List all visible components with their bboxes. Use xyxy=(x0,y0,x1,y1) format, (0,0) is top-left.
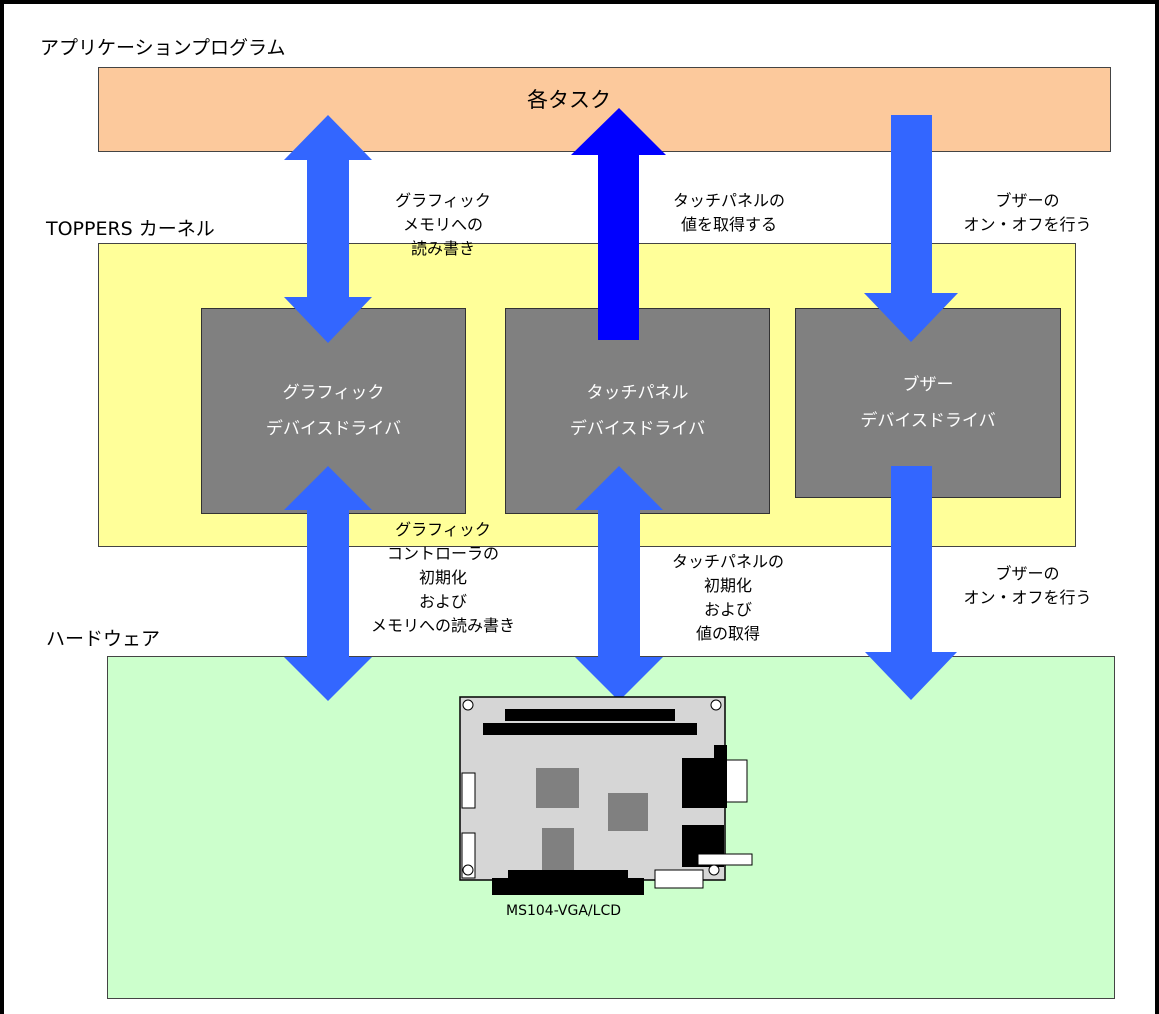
touch-driver-type: デバイスドライバ xyxy=(569,419,706,439)
application-layer-label: アプリケーションプログラム xyxy=(40,37,286,59)
graphic-memory-arrow xyxy=(284,115,372,343)
annotation-line: メモリへの読み書き xyxy=(370,616,515,635)
annotation-line: 初期化 xyxy=(703,576,752,595)
buzzer-output-arrow xyxy=(865,466,957,700)
annotation-line: グラフィック xyxy=(395,191,491,210)
annotation-line: オン・オフを行う xyxy=(963,215,1092,234)
graphic-controller-arrow xyxy=(284,466,372,701)
buzzer-output-annotation: ブザーの オン・オフを行う xyxy=(940,562,1115,610)
annotation-line: オン・オフを行う xyxy=(963,588,1092,607)
graphic-driver-name: グラフィック xyxy=(282,383,385,403)
annotation-line: グラフィック xyxy=(395,520,491,539)
buzzer-control-annotation: ブザーの オン・オフを行う xyxy=(940,189,1115,237)
graphic-memory-annotation: グラフィック メモリへの 読み書き xyxy=(368,189,518,261)
hardware-layer-label: ハードウェア xyxy=(46,628,161,650)
kernel-layer-label: TOPPERS カーネル xyxy=(46,218,215,240)
annotation-line: タッチパネルの xyxy=(671,552,784,571)
annotation-line: 読み書き xyxy=(410,239,475,258)
annotation-line: 初期化 xyxy=(418,568,467,587)
touch-value-annotation: タッチパネルの 値を取得する xyxy=(649,189,809,237)
annotation-line: メモリへの xyxy=(402,215,483,234)
ms104-board-image xyxy=(459,696,753,895)
annotation-line: 値の取得 xyxy=(695,624,760,643)
board-label: MS104-VGA/LCD xyxy=(506,903,621,919)
annotation-line: ブザーの xyxy=(995,191,1060,210)
buzzer-control-arrow xyxy=(864,115,958,342)
touch-value-arrow xyxy=(571,108,666,340)
annotation-line: および xyxy=(703,600,752,619)
touch-driver-box: タッチパネル デバイスドライバ xyxy=(505,308,770,514)
graphic-driver-type: デバイスドライバ xyxy=(265,419,402,439)
touch-init-annotation: タッチパネルの 初期化 および 値の取得 xyxy=(648,550,808,646)
annotation-line: 値を取得する xyxy=(680,215,777,234)
buzzer-driver-type: デバイスドライバ xyxy=(860,411,996,431)
touch-driver-name: タッチパネル xyxy=(586,383,689,403)
tasks-label: 各タスク xyxy=(527,88,611,112)
touch-init-arrow xyxy=(575,466,663,701)
annotation-line: ブザーの xyxy=(995,564,1060,583)
annotation-line: および xyxy=(418,592,467,611)
graphic-controller-annotation: グラフィック コントローラの 初期化 および メモリへの読み書き xyxy=(345,518,541,638)
buzzer-driver-name: ブザー xyxy=(902,375,954,395)
annotation-line: コントローラの xyxy=(386,544,499,563)
annotation-line: タッチパネルの xyxy=(672,191,785,210)
